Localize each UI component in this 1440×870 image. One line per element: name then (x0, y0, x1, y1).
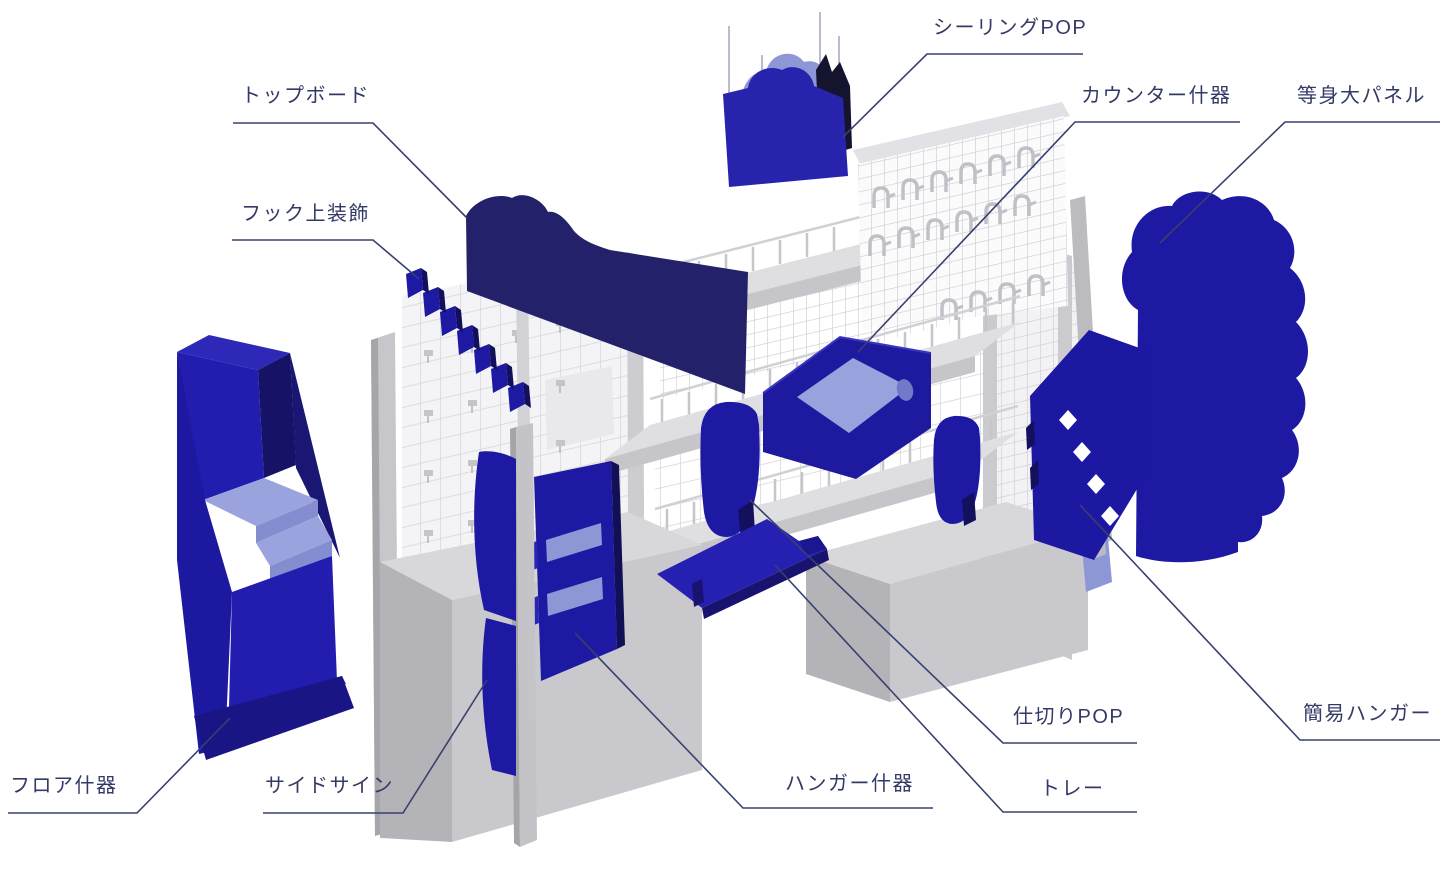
leader-line-life-size-panel (1159, 121, 1440, 244)
base-right (806, 502, 1088, 702)
label-counter-fixture: カウンター什器 (1081, 85, 1232, 107)
leader-line-side-sign (263, 679, 488, 814)
side-sign-shape (474, 423, 537, 847)
counter-fixture-shape (762, 335, 932, 479)
label-life-size-panel: 等身大パネル (1297, 85, 1426, 107)
hanger-fixture-shape (527, 461, 625, 681)
divider-pop-shape-right (933, 415, 981, 526)
label-hook-decoration: フック上装飾 (241, 203, 370, 225)
ceiling-pop-shape (723, 12, 852, 187)
hook-decoration-shape (406, 268, 531, 412)
label-divider-pop: 仕切りPOP (1013, 706, 1125, 728)
leader-line-top-board (233, 122, 468, 219)
top-board-shape (466, 195, 748, 394)
label-tray: トレー (1040, 778, 1105, 800)
divider-pop-shape (700, 401, 760, 540)
tray-shape (657, 519, 829, 619)
leader-line-ceiling-pop (842, 53, 1083, 138)
leader-line-hanger-fixture (574, 632, 933, 809)
hook-bar (853, 102, 1070, 330)
label-side-sign: サイドサイン (265, 775, 394, 797)
leader-line-counter-fixture (857, 121, 1240, 353)
label-top-board: トップボード (241, 85, 370, 107)
label-hanger-fixture: ハンガー什器 (785, 773, 914, 795)
simple-hanger-shape (1026, 196, 1151, 560)
label-simple-hanger: 簡易ハンガー (1303, 703, 1432, 725)
leader-lines (8, 53, 1440, 814)
leader-line-divider-pop (749, 499, 1137, 744)
label-ceiling-pop: シーリングPOP (933, 17, 1088, 39)
leader-line-floor-fixture (8, 717, 231, 814)
leader-line-hook-decoration (232, 239, 420, 280)
leader-line-tray (774, 564, 1137, 813)
leader-line-simple-hanger (1079, 504, 1440, 741)
label-floor-fixture: フロア什器 (10, 775, 118, 797)
floor-fixture-shape (177, 335, 354, 760)
